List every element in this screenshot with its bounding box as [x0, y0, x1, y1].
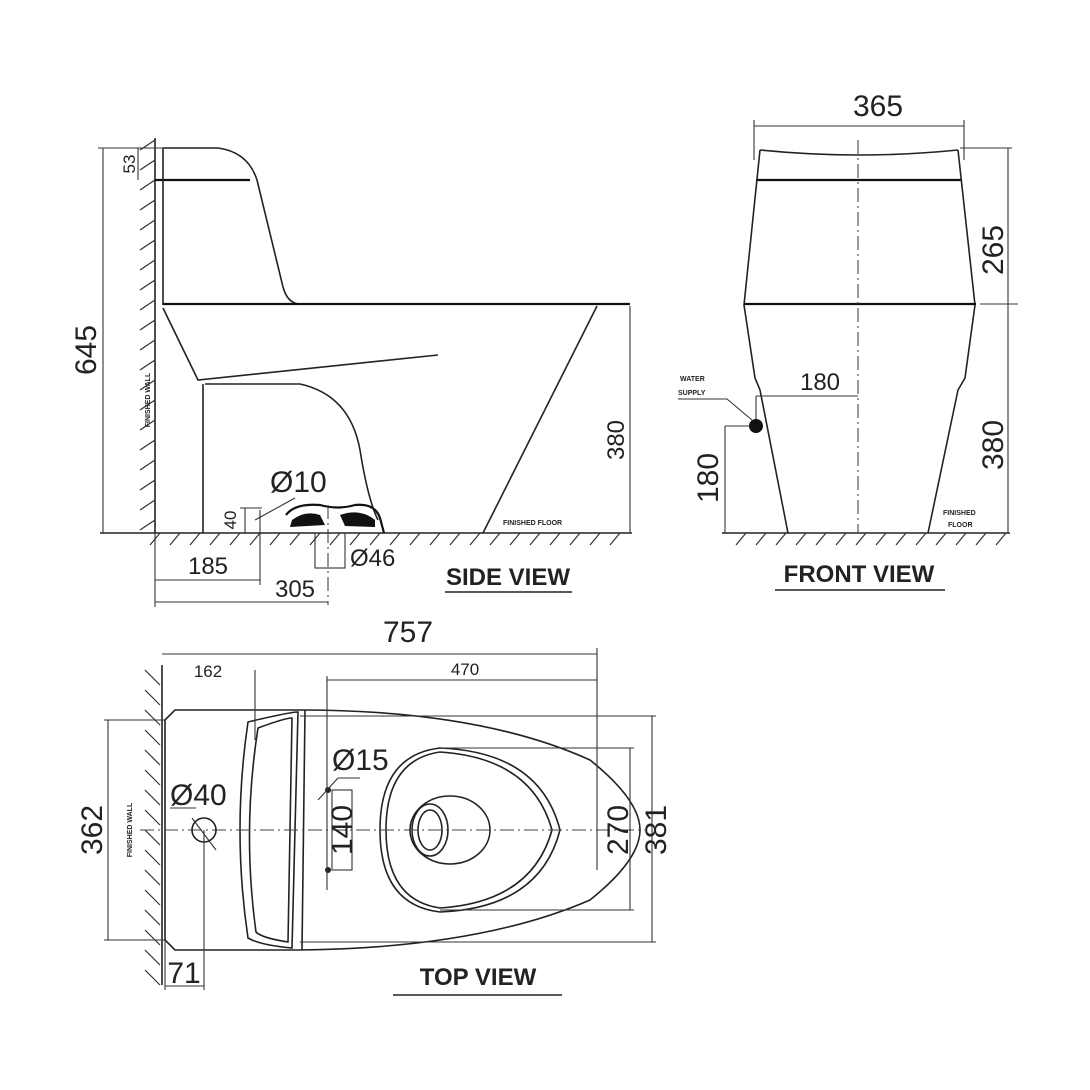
front-view: 365 265 380 180 WATER SUPPLY 180 FINISHE… [678, 90, 1018, 591]
side-view-title: SIDE VIEW [446, 564, 570, 591]
floor-hatch [149, 532, 621, 546]
front-floor-label-2: FLOOR [948, 522, 973, 529]
dim-lid-thickness: 53 [120, 155, 139, 174]
front-view-title: FRONT VIEW [784, 561, 935, 588]
dim-fixing-hole: Ø10 [270, 466, 327, 499]
water-supply-label-1: WATER [680, 376, 705, 383]
dim-front-width: 365 [853, 90, 903, 123]
finished-floor-label: FINISHED FLOOR [503, 520, 562, 527]
dim-tank-depth: 162 [194, 662, 222, 681]
water-supply-label-2: SUPPLY [678, 390, 706, 397]
dim-front-seat-height: 380 [977, 420, 1010, 470]
dim-supply-dia: Ø40 [170, 779, 227, 812]
dim-overall-length: 757 [383, 616, 433, 649]
dim-bowl-length: 470 [451, 660, 479, 679]
dim-outlet-center: 305 [275, 576, 315, 603]
top-wall-hatch [144, 669, 161, 986]
dim-tank-width: 362 [76, 805, 109, 855]
front-floor-hatch [735, 532, 1007, 546]
dim-seat-height: 380 [603, 420, 630, 460]
dim-fixing-dia: Ø15 [332, 744, 389, 777]
dim-supply-offset: 180 [800, 369, 840, 396]
dim-outlet-dia: Ø46 [350, 545, 395, 572]
dim-outlet-height: 40 [221, 511, 240, 530]
dim-bowl-outer-width: 381 [640, 805, 673, 855]
dim-outlet-from-wall: 185 [188, 553, 228, 580]
dim-overall-height: 645 [70, 325, 103, 375]
dim-tank-height: 265 [977, 225, 1010, 275]
dim-bowl-inner-width: 270 [602, 805, 635, 855]
wall-hatch [139, 139, 156, 531]
finished-wall-label: FINISHED WALL [145, 372, 152, 427]
top-view-title: TOP VIEW [420, 964, 537, 991]
front-floor-label-1: FINISHED [943, 510, 976, 517]
dim-supply-offset-top: 71 [167, 957, 200, 990]
dim-supply-height: 180 [692, 453, 725, 503]
dim-fixing-spacing: 140 [326, 805, 359, 855]
top-finished-wall-label: FINISHED WALL [127, 802, 134, 857]
water-supply-dot [749, 419, 763, 433]
side-view: 645 53 380 FINISHED WALL FINISHED FLOOR … [70, 138, 632, 607]
top-view: 757 470 162 362 270 381 140 Ø15 Ø40 [76, 616, 673, 996]
